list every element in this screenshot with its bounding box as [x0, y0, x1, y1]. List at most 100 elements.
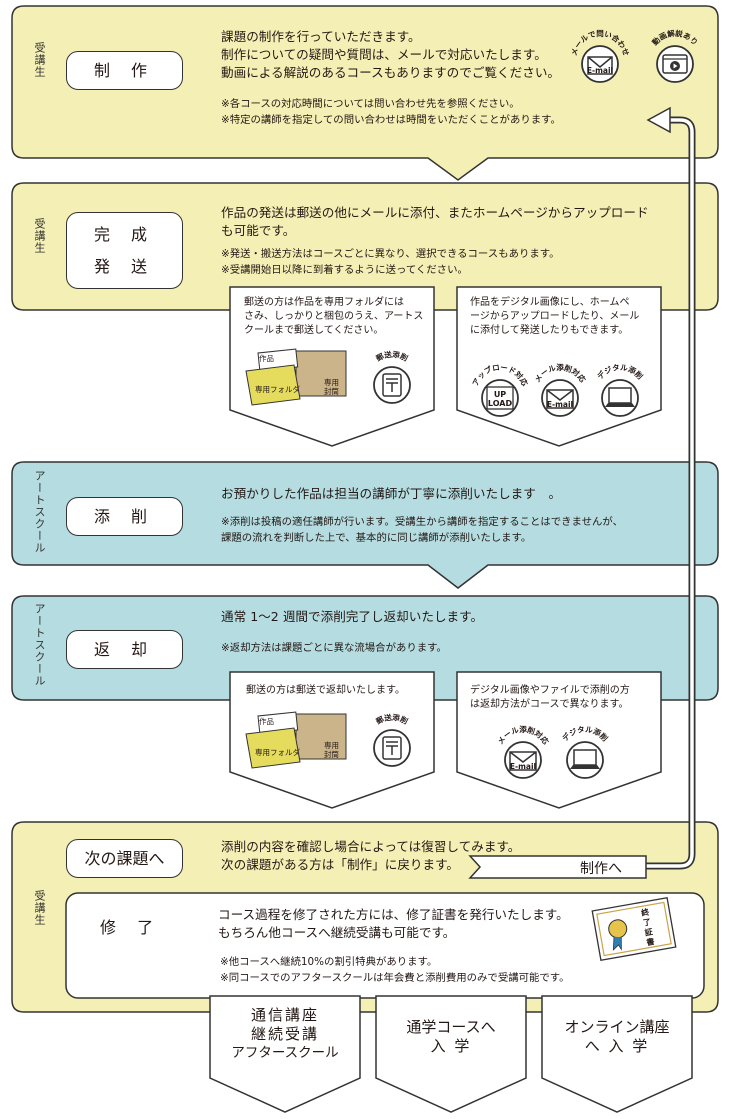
s2-line: 作品の発送は郵送の他にメールに添付、またホームページからアップロード	[221, 205, 649, 220]
destination-online-course: オンライン講座 へ 入 学	[542, 1018, 692, 1056]
back-to-production-label: 制作へ	[580, 861, 622, 877]
destination-correspondence: 通信講座 継続受講 アフタースクール	[210, 1006, 360, 1063]
upload-label-2: LOAD	[488, 399, 513, 408]
folder-tab-label: 作品	[259, 354, 274, 363]
s5-finish-description: コース過程を修了された方には、修了証書を発行いたします。 もちろん他コースへ継続…	[218, 906, 569, 942]
svg-text:デジタル添削: デジタル添削	[560, 724, 611, 744]
step-return: 返 却	[66, 630, 183, 669]
digital-arc-text: デジタル添削	[560, 724, 611, 744]
dest-1-shape	[209, 995, 361, 1113]
postal-mail-icon: 郵送添削	[373, 712, 411, 767]
s5-next-description: 添削の内容を確認し場合によっては復習してみます。 次の課題がある方は「制作」に戻…	[221, 838, 520, 874]
destination-line: 入 学	[430, 1037, 472, 1055]
step-complete-ship: 完 成 発 送	[66, 212, 183, 289]
callout-line: は返却方法がコースで異なります。	[470, 699, 629, 710]
s3-actor-label: アートスクール	[33, 470, 46, 554]
folder-tab-label: 作品	[259, 717, 274, 726]
s1-note: ※特定の講師を指定しての問い合わせは時間をいただくことがあります。	[221, 114, 561, 126]
envelope-label-line: 封筒	[324, 387, 339, 396]
s2-description: 作品の発送は郵送の他にメールに添付、またホームページからアップロード も可能です…	[221, 204, 649, 240]
s3-notes: ※添削は投稿の適任講師が行います。受講生から講師を指定することはできませんが、 …	[221, 514, 623, 546]
folder-label: 専用フォルダ	[255, 748, 300, 757]
s3-note: ※添削は投稿の適任講師が行います。受講生から講師を指定することはできませんが、	[221, 516, 623, 528]
s2-line: も可能です。	[221, 223, 296, 238]
folder-envelope-icon	[245, 348, 347, 406]
section-3-panel	[11, 461, 719, 589]
destination-line: アフタースクール	[231, 1045, 339, 1061]
step-ship-label: 発 送	[93, 256, 156, 276]
digital-arc-text: デジタル添削	[595, 362, 646, 382]
envelope-label: 専用 封筒	[324, 378, 339, 396]
callout-line: さみ、しっかりと梱包のうえ、アートス	[244, 311, 424, 322]
folder-envelope-icon	[245, 711, 347, 769]
envelope-label-line: 専用	[324, 741, 339, 750]
s1-note: ※各コースの対応時間については問い合わせ先を参照ください。	[221, 98, 520, 110]
s5-actor-label: 受講生	[33, 890, 46, 926]
s5-line: 次の課題がある方は「制作」に戻ります。	[221, 857, 460, 872]
email-label: E-mail	[547, 400, 573, 409]
envelope-label: 専用 封筒	[324, 741, 339, 759]
certificate-icon	[591, 897, 677, 961]
svg-text:動画解説あり: 動画解説あり	[650, 28, 700, 47]
callout-line: クールまで郵送してください。	[244, 325, 384, 336]
step-next-assignment: 次の課題へ	[66, 839, 183, 878]
s4-callout-right-text: デジタル画像やファイルで添削の方 は返却方法がコースで異なります。	[470, 684, 630, 712]
s1-notes: ※各コースの対応時間については問い合わせ先を参照ください。 ※特定の講師を指定し…	[221, 96, 561, 128]
s5-line: コース過程を修了された方には、修了証書を発行いたします。	[218, 907, 569, 922]
email-label: E-mail	[587, 66, 613, 75]
folder-label: 専用フォルダ	[255, 385, 300, 394]
destination-line: 通学コースへ	[406, 1018, 496, 1036]
s5-finish-notes: ※他コースへ継続10%の割引特典があります。 ※同コースでのアフタースクールは年…	[220, 954, 570, 986]
upload-icon: アップロード対応 UP LOAD	[471, 363, 530, 417]
s1-description: 課題の制作を行っていただきます。 制作についての疑問や質問は、メールで対応いたし…	[221, 28, 560, 82]
destination-line: オンライン講座	[564, 1018, 670, 1036]
callout-line: に添付して発送したりもできます。	[470, 325, 629, 336]
destination-line: 継続受講	[250, 1025, 319, 1043]
email-submission-icon: メール添削対応 E-mail	[533, 362, 588, 417]
s4-actor-label: アートスクール	[33, 603, 46, 687]
email-label: E-mail	[510, 762, 536, 771]
s2-notes: ※発送・搬送方法はコースごとに異なり、選択できるコースもあります。 ※受講開始日…	[221, 246, 560, 278]
step-correction: 添 削	[66, 497, 183, 536]
s4-note: ※返却方法は課題ごとに異な流場合があります。	[221, 642, 447, 654]
digital-laptop-icon: デジタル添削	[560, 724, 611, 779]
s2-callout-right-text: 作品をデジタル画像にし、ホームペ ージからアップロードしたり、メール に添付して…	[470, 296, 639, 338]
video-explanation-icon: 動画解説あり	[650, 28, 700, 83]
s3-description: お預かりした作品は担当の講師が丁寧に添削いたします 。	[221, 486, 562, 501]
s4-callout-left-text: 郵送の方は郵送で返却いたします。	[246, 684, 405, 698]
step-finish: 修 了	[100, 918, 162, 937]
step-production: 制 作	[66, 51, 183, 90]
s1-line: 課題の制作を行っていただきます。	[221, 29, 421, 44]
postal-arc-text: 郵送添削	[374, 712, 410, 727]
callout-line: 作品をデジタル画像にし、ホームペ	[470, 297, 630, 308]
destination-line: 通信講座	[250, 1006, 319, 1024]
s5-note: ※同コースでのアフタースクールは年会費と添削費用のみで受講可能です。	[220, 972, 570, 984]
step-complete-label: 完 成	[93, 224, 156, 244]
postal-arc-text: 郵送添削	[374, 349, 410, 364]
svg-text:郵送添削: 郵送添削	[374, 712, 410, 727]
envelope-label-line: 封筒	[324, 750, 339, 759]
s1-line: 動画による解説のあるコースもありますのでご覧ください。	[221, 65, 561, 80]
callout-line: 郵送の方は郵送で返却いたします。	[246, 685, 405, 696]
s2-callout-left-text: 郵送の方は作品を専用フォルダには さみ、しっかりと梱包のうえ、アートス クールま…	[244, 296, 423, 338]
s3-note: 課題の流れを判断した上で、基本的に同じ講師が添削いたします。	[221, 532, 532, 544]
upload-label-1: UP	[494, 390, 506, 399]
postal-mail-icon: 郵送添削	[373, 349, 411, 404]
envelope-label-line: 専用	[324, 378, 339, 387]
destination-line: へ 入 学	[584, 1037, 650, 1055]
svg-text:郵送添削: 郵送添削	[374, 349, 410, 364]
video-arc-text: 動画解説あり	[650, 28, 700, 47]
s4-description: 通常 1〜2 週間で添削完了し返却いたします。	[221, 609, 484, 624]
digital-laptop-icon: デジタル添削	[595, 362, 646, 417]
s5-note: ※他コースへ継続10%の割引特典があります。	[220, 956, 438, 968]
email-return-icon: メール添削対応 E-mail	[496, 724, 551, 779]
section-1-panel	[11, 5, 719, 181]
s1-actor-label: 受講生	[33, 42, 46, 78]
s2-actor-label: 受講生	[33, 218, 46, 254]
s5-line: 添削の内容を確認し場合によっては復習してみます。	[221, 839, 521, 854]
callout-line: デジタル画像やファイルで添削の方	[470, 685, 630, 696]
destination-commuting-course: 通学コースへ 入 学	[376, 1018, 526, 1056]
callout-line: 郵送の方は作品を専用フォルダには	[244, 297, 404, 308]
svg-text:デジタル添削: デジタル添削	[595, 362, 646, 382]
callout-line: ージからアップロードしたり、メール	[470, 311, 640, 322]
